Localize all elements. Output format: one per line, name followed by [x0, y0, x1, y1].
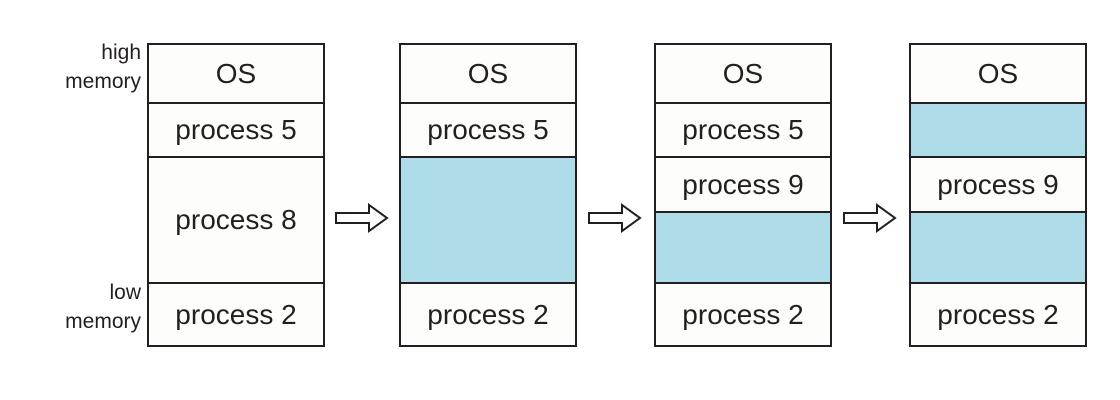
memory-diagram-3: OS process 5 process 9 process 2	[654, 43, 832, 347]
memory-segment-process-2: process 2	[401, 282, 575, 345]
memory-segment-process-2: process 2	[149, 282, 323, 345]
memory-segment-process-5: process 5	[401, 102, 575, 156]
memory-segment-process-9: process 9	[911, 156, 1085, 211]
memory-segment-process-9: process 9	[656, 156, 830, 211]
memory-diagram-2: OS process 5 process 2	[399, 43, 577, 347]
memory-segment-process-2: process 2	[911, 282, 1085, 345]
memory-segment-os: OS	[911, 45, 1085, 102]
memory-diagram-1: OS process 5 process 8 process 2	[147, 43, 325, 347]
high-memory-label: high memory	[65, 41, 141, 93]
memory-segment-os: OS	[401, 45, 575, 102]
right-arrow-icon	[335, 203, 389, 233]
memory-segment-free-hole	[911, 102, 1085, 156]
memory-segment-process-5: process 5	[149, 102, 323, 156]
right-arrow-icon	[843, 203, 897, 233]
memory-segment-process-5: process 5	[656, 102, 830, 156]
memory-segment-process-8: process 8	[149, 156, 323, 282]
right-arrow-icon	[588, 203, 642, 233]
memory-segment-os: OS	[149, 45, 323, 102]
low-memory-label: low memory	[65, 281, 141, 333]
memory-segment-free-hole	[656, 211, 830, 282]
memory-diagram-4: OS process 9 process 2	[909, 43, 1087, 347]
memory-segment-free-hole	[401, 156, 575, 282]
memory-segment-os: OS	[656, 45, 830, 102]
memory-segment-process-2: process 2	[656, 282, 830, 345]
memory-segment-free-hole	[911, 211, 1085, 282]
